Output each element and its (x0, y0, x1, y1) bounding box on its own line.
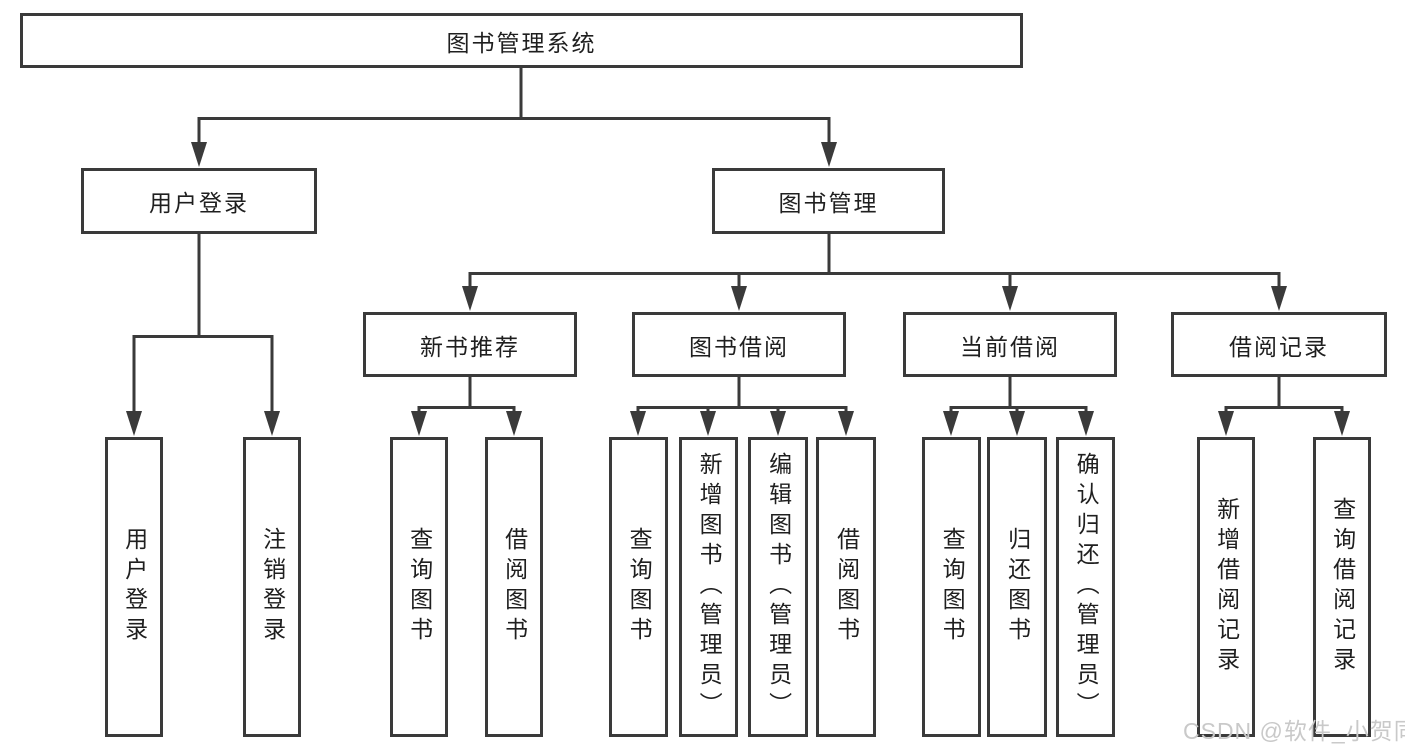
node-new-book-recommendation: 新书推荐 (363, 312, 577, 377)
leaf-label: 查询借阅记录 (1329, 497, 1356, 677)
leaf-label: 注销登录 (259, 527, 286, 647)
node-borrowing-records: 借阅记录 (1171, 312, 1387, 377)
leaf-label: 借阅图书 (833, 527, 860, 647)
node-book-borrowing: 图书借阅 (632, 312, 846, 377)
leaf-edit-book-admin: 编辑图书（管理员） (748, 437, 808, 737)
csdn-watermark: CSDN @软件_小贺同学 (1183, 718, 1405, 744)
leaf-label: 用户登录 (121, 527, 148, 647)
node-label: 用户登录 (149, 190, 249, 216)
node-user-login: 用户登录 (81, 168, 317, 234)
leaf-confirm-return-admin: 确认归还（管理员） (1056, 437, 1115, 737)
node-book-management: 图书管理 (712, 168, 945, 234)
leaf-label: 查询图书 (626, 527, 653, 647)
leaf-borrow-books: 借阅图书 (816, 437, 876, 737)
node-label: 图书管理系统 (446, 29, 597, 56)
leaf-label: 新增图书（管理员） (696, 452, 723, 722)
leaf-label: 编辑图书（管理员） (765, 452, 792, 722)
leaf-query-borrow-record: 查询借阅记录 (1313, 437, 1371, 737)
leaf-query-books-current: 查询图书 (922, 437, 981, 737)
node-label: 图书管理 (778, 190, 879, 216)
leaf-query-books-recommendation: 查询图书 (390, 437, 448, 737)
leaf-add-book-admin: 新增图书（管理员） (679, 437, 738, 737)
node-current-borrowing: 当前借阅 (903, 312, 1117, 377)
leaf-label: 查询图书 (939, 527, 966, 647)
leaf-borrow-books-recommendation: 借阅图书 (485, 437, 543, 737)
leaf-label: 新增借阅记录 (1213, 497, 1240, 677)
leaf-label: 确认归还（管理员） (1073, 452, 1100, 722)
leaf-query-books-borrowing: 查询图书 (609, 437, 668, 737)
node-label: 借阅记录 (1229, 333, 1329, 360)
leaf-label: 归还图书 (1004, 527, 1031, 647)
leaf-user-login: 用户登录 (105, 437, 163, 737)
leaf-return-books: 归还图书 (987, 437, 1047, 737)
node-label: 图书借阅 (689, 333, 789, 360)
leaf-label: 查询图书 (406, 527, 433, 647)
node-library-management-system: 图书管理系统 (20, 13, 1023, 68)
arrowhead-icons (126, 142, 1350, 436)
leaf-label: 借阅图书 (501, 527, 528, 647)
node-label: 当前借阅 (960, 333, 1060, 360)
node-label: 新书推荐 (420, 333, 520, 360)
leaf-logout: 注销登录 (243, 437, 301, 737)
leaf-add-borrow-record: 新增借阅记录 (1197, 437, 1255, 737)
